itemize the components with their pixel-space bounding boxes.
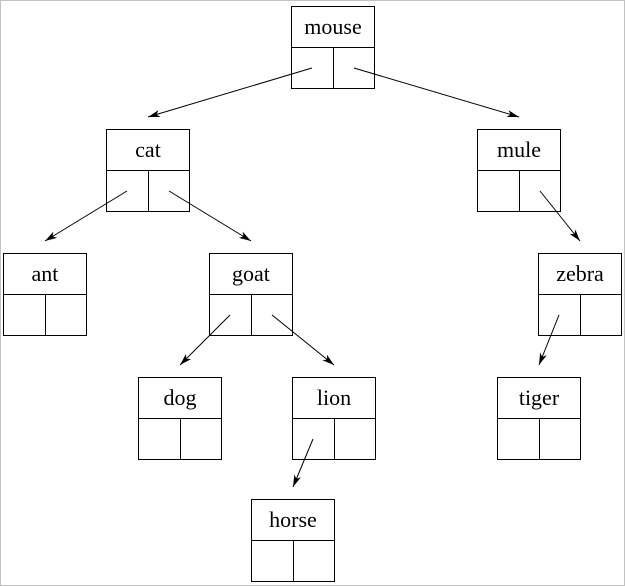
right-pointer-cell — [335, 419, 376, 459]
pointer-cells — [139, 419, 221, 459]
tree-node-mouse: mouse — [291, 6, 375, 89]
right-pointer-cell — [520, 171, 561, 211]
tree-node-horse: horse — [251, 499, 335, 582]
tree-node-label: mouse — [292, 7, 374, 48]
tree-node-label: tiger — [498, 378, 580, 419]
right-pointer-cell — [294, 541, 335, 581]
tree-node-goat: goat — [209, 253, 293, 336]
right-pointer-cell — [46, 295, 87, 335]
right-pointer-cell — [334, 48, 375, 88]
left-pointer-cell — [478, 171, 520, 211]
pointer-cells — [252, 541, 334, 581]
tree-node-zebra: zebra — [538, 253, 622, 336]
tree-node-label: lion — [293, 378, 375, 419]
tree-node-ant: ant — [3, 253, 87, 336]
pointer-cells — [210, 295, 292, 335]
left-pointer-cell — [539, 295, 581, 335]
right-pointer-cell — [581, 295, 622, 335]
left-pointer-cell — [210, 295, 252, 335]
tree-node-tiger: tiger — [497, 377, 581, 460]
pointer-cells — [4, 295, 86, 335]
left-pointer-cell — [107, 171, 149, 211]
pointer-cells — [539, 295, 621, 335]
right-pointer-cell — [149, 171, 190, 211]
tree-node-mule: mule — [477, 129, 561, 212]
tree-node-lion: lion — [292, 377, 376, 460]
left-pointer-cell — [292, 48, 334, 88]
tree-node-dog: dog — [138, 377, 222, 460]
tree-node-label: zebra — [539, 254, 621, 295]
left-pointer-cell — [252, 541, 294, 581]
pointer-cells — [107, 171, 189, 211]
left-pointer-cell — [498, 419, 540, 459]
tree-node-label: goat — [210, 254, 292, 295]
tree-node-label: mule — [478, 130, 560, 171]
right-pointer-cell — [181, 419, 222, 459]
tree-node-label: ant — [4, 254, 86, 295]
pointer-cells — [293, 419, 375, 459]
tree-node-label: cat — [107, 130, 189, 171]
pointer-cells — [478, 171, 560, 211]
right-pointer-cell — [540, 419, 581, 459]
tree-node-label: dog — [139, 378, 221, 419]
right-pointer-cell — [252, 295, 293, 335]
pointer-cells — [292, 48, 374, 88]
left-pointer-cell — [293, 419, 335, 459]
left-pointer-cell — [4, 295, 46, 335]
tree-node-label: horse — [252, 500, 334, 541]
tree-node-cat: cat — [106, 129, 190, 212]
pointer-cells — [498, 419, 580, 459]
left-pointer-cell — [139, 419, 181, 459]
